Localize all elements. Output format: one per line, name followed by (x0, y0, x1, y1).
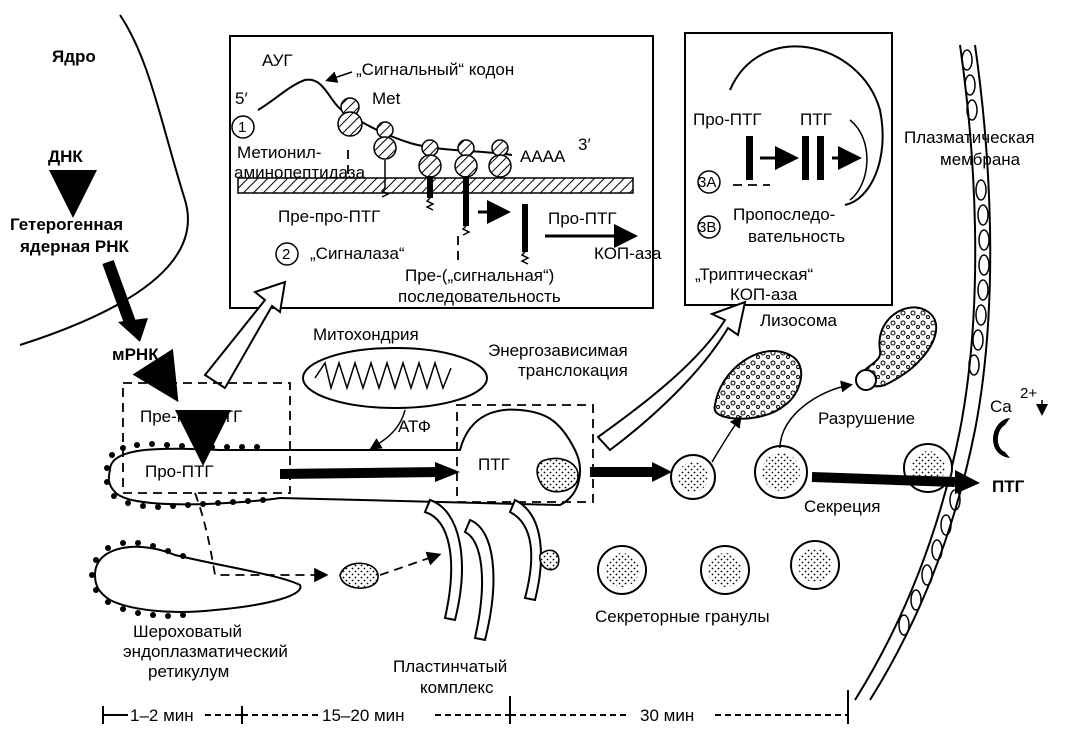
time-label-2: 15–20 мин (322, 706, 405, 725)
ptg-golgi-label: ПТГ (478, 455, 510, 474)
rer-label-3: ретикулум (148, 662, 229, 681)
signal-codon-label: „Сигнальный“ кодон (356, 60, 514, 79)
time-label-3: 30 мин (640, 706, 694, 725)
step-3b-number: 3B (698, 219, 716, 236)
granules-label: Секреторные гранулы (595, 607, 770, 626)
met-label: Met (372, 89, 401, 108)
hetero-rna-label-1: Гетерогенная (10, 215, 123, 234)
ca-channel (993, 418, 1010, 458)
prosequence-label-2: вательность (748, 227, 845, 246)
kop-aza-label: КОП-аза (594, 244, 662, 263)
nucleus-boundary (20, 15, 188, 345)
signalase-label: „Сигналаза“ (310, 244, 405, 263)
vesicle-small (340, 563, 378, 588)
atp-label: АТФ (398, 417, 431, 436)
tryptic-label-1: „Триптическая“ (695, 265, 813, 284)
ca-sup-label: 2+ (1020, 385, 1037, 402)
ptg-right-label: ПТГ (800, 110, 832, 129)
time-label-1: 1–2 мин (130, 706, 194, 725)
golgi-label-1: Пластинчатый (393, 657, 507, 676)
secretion-arrow (812, 477, 955, 482)
golgi-cisternae (425, 500, 559, 640)
pro-ptg-box-label: Про-ПТГ (548, 209, 617, 228)
rough-er-lower (95, 547, 300, 612)
er-membrane (238, 178, 633, 193)
mitochondria (303, 348, 487, 408)
aug-label: АУГ (262, 51, 293, 70)
dna-label: ДНК (48, 147, 83, 166)
nucleus-label: Ядро (52, 47, 96, 66)
three-prime-label: 3′ (578, 135, 591, 154)
step-1-number: 1 (238, 119, 246, 136)
hetero-rna-label-2: ядерная РНК (19, 237, 130, 256)
lysosome-label: Лизосома (760, 311, 838, 330)
rer-label-2: эндоплазматический (123, 642, 288, 661)
destruction-label: Разрушение (818, 409, 915, 428)
mrna-arrow (158, 370, 172, 392)
energy-label-2: транслокация (518, 361, 628, 380)
prosequence-label-1: Пропоследо- (733, 205, 835, 224)
rer-label-1: Шероховатый (133, 622, 242, 641)
transport-arrow (280, 472, 440, 474)
pre-pro-ptg-box-label: Пре-про-ПТГ (278, 207, 380, 226)
rna-to-mrna-arrow (108, 262, 132, 328)
aaaa-label: АААА (520, 147, 566, 166)
secretion-label: Секреция (804, 497, 881, 516)
ptg-out-label: ПТГ (992, 477, 1025, 496)
mitochondria-label: Митохондрия (313, 325, 419, 344)
lysosome-1 (715, 351, 802, 419)
plasma-membrane-label-2: мембрана (940, 150, 1021, 169)
step-3a-number: 3А (698, 174, 716, 191)
tryptic-label-2: КОП-аза (730, 285, 798, 304)
pre-pro-ptg-er-label: Пре-про-ПТГ (140, 407, 242, 426)
pre-sequence-label-2: последовательность (398, 287, 561, 306)
step-2-number: 2 (282, 246, 290, 263)
energy-label-1: Энергозависимая (488, 341, 628, 360)
pre-sequence-label-1: Пре-(„сигнальная“) (405, 266, 554, 285)
mrna-label: мРНК (112, 345, 159, 364)
plasma-membrane-label-1: Плазматическая (904, 128, 1035, 147)
met-ap-label-1: Метионил- (237, 143, 321, 162)
pro-ptg-er-label: Про-ПТГ (145, 462, 214, 481)
five-prime-label: 5′ (235, 89, 248, 108)
golgi-label-2: комплекс (420, 678, 494, 697)
pro-ptg-right-label: Про-ПТГ (693, 110, 762, 129)
ca-label: Ca (990, 397, 1012, 416)
